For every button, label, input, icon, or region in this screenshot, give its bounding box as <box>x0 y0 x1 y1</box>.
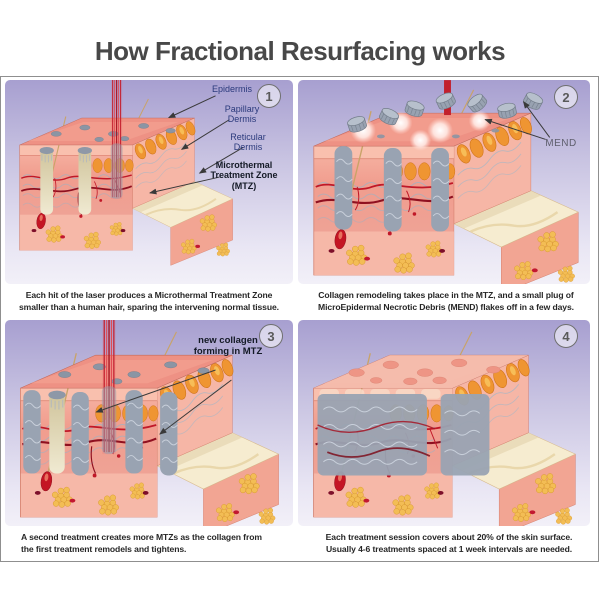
skin-block-illustration-4 <box>298 320 590 526</box>
panel-2-mend-flaking: MEND 2 <box>298 80 590 284</box>
label-arrows-3 <box>95 369 232 435</box>
label-reticular-dermis: Reticular Dermis <box>230 132 266 153</box>
label-mtz: Microthermal Treatment Zone (MTZ) <box>210 160 278 191</box>
caption-panel-4: Each treatment session covers about 20% … <box>325 532 573 555</box>
panel-1-laser-hit: Epidermis Papillary Dermis Reticular Der… <box>5 80 293 284</box>
skin-block-illustration-3 <box>5 320 293 526</box>
caption-panel-1: Each hit of the laser produces a Microth… <box>19 290 279 313</box>
panel-3-second-treatment: new collagen forming in MTZ 3 <box>5 320 293 526</box>
page-title: How Fractional Resurfacing works <box>94 36 506 66</box>
panel-number-badge-2: 2 <box>554 85 578 109</box>
panel-number-badge-4: 4 <box>554 324 578 348</box>
label-epidermis: Epidermis <box>211 84 252 94</box>
panel-number-badge-1: 1 <box>257 84 281 108</box>
skin-block-illustration-1 <box>5 80 244 284</box>
skin-block-illustration-2 <box>298 80 590 284</box>
label-arrows-2 <box>484 100 551 140</box>
panel-number-badge-3: 3 <box>259 324 283 348</box>
caption-panel-2: Collagen remodeling takes place in the M… <box>318 290 574 313</box>
label-new-collagen: new collagen forming in MTZ <box>193 335 263 357</box>
panel-4-session-coverage: 4 <box>298 320 590 526</box>
label-mend: MEND <box>545 138 577 149</box>
diagram-frame: Epidermis Papillary Dermis Reticular Der… <box>0 76 599 562</box>
label-papillary-dermis: Papillary Dermis <box>224 104 260 125</box>
label-arrows-1 <box>149 95 244 195</box>
caption-panel-3: A second treatment creates more MTZs as … <box>21 532 262 555</box>
